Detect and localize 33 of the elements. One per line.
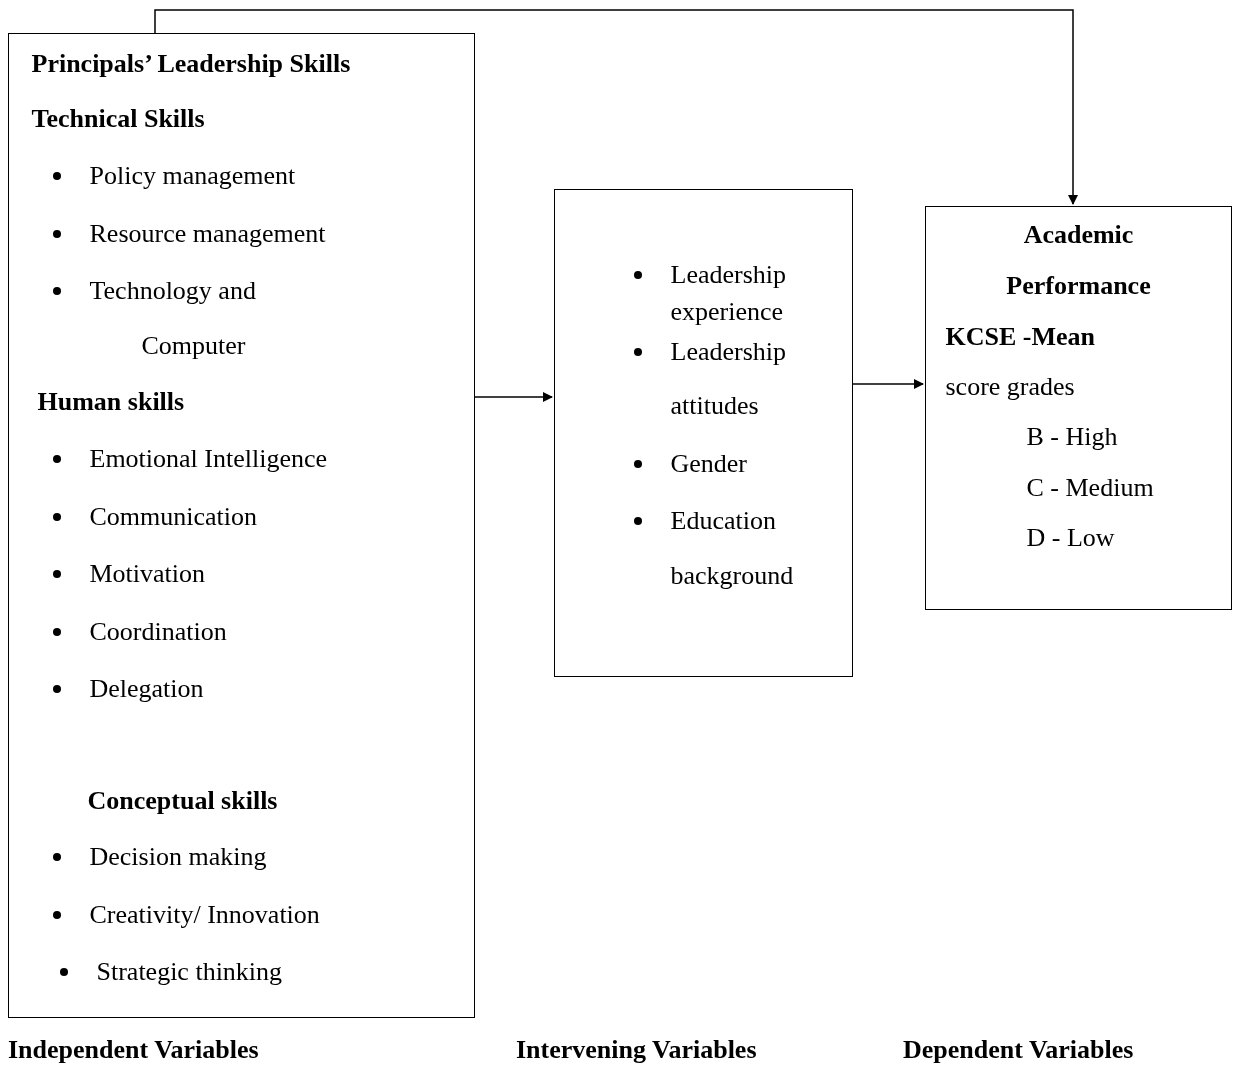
list-item: Policy management bbox=[89, 159, 297, 192]
arrow bbox=[154, 9, 1078, 205]
text: D - Low bbox=[1026, 521, 1116, 554]
list-item: Leadership experience bbox=[670, 259, 787, 328]
heading: Human skills bbox=[37, 385, 186, 418]
text: B - High bbox=[1026, 420, 1119, 453]
text-box bbox=[554, 189, 853, 677]
list-item: Resource management bbox=[89, 217, 327, 250]
list-item: Delegation bbox=[89, 672, 205, 705]
list-item: Creativity/ Innovation bbox=[89, 898, 321, 931]
caption-label: Independent Variables bbox=[8, 1034, 259, 1066]
arrow bbox=[474, 392, 553, 402]
list-item: Decision making bbox=[89, 840, 268, 873]
list-item: Emotional Intelligence bbox=[89, 442, 329, 475]
list-item: Motivation bbox=[89, 557, 207, 590]
list-item: Technology and Computer bbox=[89, 275, 257, 362]
list-item: Gender bbox=[670, 447, 748, 480]
text-box bbox=[925, 206, 1232, 610]
heading: Conceptual skills bbox=[87, 784, 279, 817]
caption-label: Dependent Variables bbox=[903, 1034, 1134, 1066]
list-item: Leadership attitudes bbox=[670, 335, 787, 422]
text: KCSE -Mean score grades bbox=[945, 320, 1096, 403]
text: C - Medium bbox=[1026, 471, 1155, 504]
heading: Academic Performance bbox=[1005, 219, 1152, 302]
text-box bbox=[8, 33, 475, 1018]
list-item: Coordination bbox=[89, 615, 228, 648]
caption-label: Intervening Variables bbox=[516, 1034, 757, 1066]
arrow bbox=[852, 379, 924, 389]
heading: Technical Skills bbox=[31, 102, 206, 135]
heading: Principals’ Leadership Skills bbox=[31, 47, 352, 80]
list-item: Communication bbox=[89, 500, 259, 533]
list-item: Strategic thinking bbox=[96, 955, 284, 988]
list-item: Education background bbox=[670, 505, 795, 592]
